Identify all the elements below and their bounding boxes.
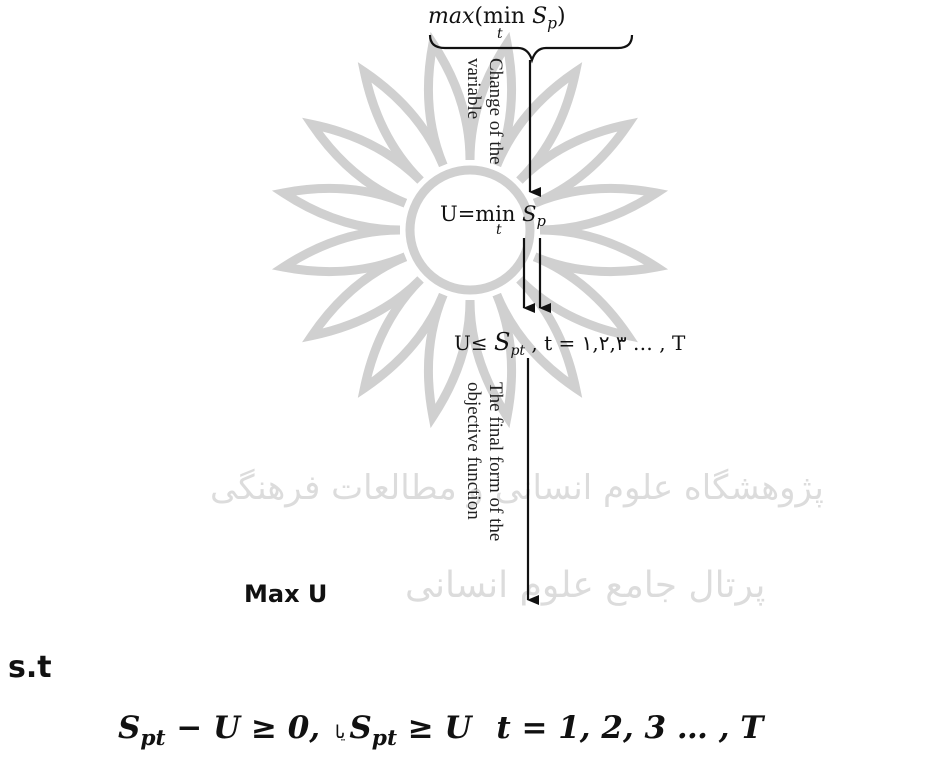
rosette-petal — [465, 31, 517, 168]
change-label: Change of the variable — [462, 58, 506, 165]
paren-close: ) — [557, 4, 566, 29]
change-label-line1: Change of the — [485, 58, 506, 165]
rosette-shape — [271, 31, 669, 429]
bc-mid-sub: pt — [371, 726, 397, 752]
rosette-petal — [532, 183, 669, 235]
max-u: Max U — [244, 580, 328, 608]
rosette-petal — [357, 62, 448, 184]
min-text: min — [482, 4, 526, 29]
rosette-petal — [357, 276, 448, 398]
bc-arabic-or: یا — [334, 722, 346, 743]
max-text: max — [428, 4, 475, 29]
rosette-petal — [465, 292, 517, 429]
watermark-rosette — [271, 31, 669, 429]
u-min-text: U=min — [440, 202, 516, 226]
bc-left-S: S — [118, 710, 141, 746]
change-label-line2: variable — [463, 58, 484, 120]
rosette-petal — [516, 252, 638, 343]
S-symbol: S — [532, 4, 548, 29]
paren-open: ( — [474, 4, 483, 29]
constraint-S: S — [493, 328, 511, 356]
bc-t-part: t = 1, 2, 3 … , T — [496, 710, 764, 746]
watermark-text-line1: پژوهشگاه علوم انسانی و مطالعات فرهنگی — [210, 468, 824, 508]
subject-to: s.t — [8, 650, 52, 685]
final-form-label: The final form of the objective function — [462, 382, 506, 541]
u-sub-t: t — [496, 222, 502, 238]
watermark-text-line2: پرتال جامع علوم انسانی — [405, 565, 766, 606]
constraint-rest: , t = ۱,۲,۳ … , T — [525, 331, 686, 355]
rosette-petal — [532, 225, 669, 277]
final-label-line1: The final form of the — [485, 382, 506, 542]
bc-mid-rest: ≥ U — [396, 710, 472, 746]
bc-mid-S: S — [349, 710, 372, 746]
u-sub-p: p — [536, 213, 546, 231]
sub-p: p — [547, 14, 557, 33]
sub-t: t — [496, 26, 503, 42]
u-S: S — [522, 202, 537, 226]
bc-left-rest: − U ≥ 0, — [165, 710, 321, 746]
rosette-center — [405, 165, 535, 295]
rosette-petal — [271, 183, 408, 235]
bc-left-sub: pt — [140, 726, 166, 752]
constraint-sub: pt — [510, 343, 526, 359]
constraint-prefix: U≤ — [454, 331, 494, 355]
brace — [428, 34, 634, 64]
rosette-petal — [516, 117, 638, 208]
final-label-line2: objective function — [463, 382, 484, 520]
rosette-petal — [423, 292, 475, 429]
rosette-petal — [271, 225, 408, 277]
rosette-petal — [302, 117, 424, 208]
constraint-line: U≤ Spt , t = ۱,۲,۳ … , T — [454, 328, 685, 359]
rosette-petal — [302, 252, 424, 343]
rosette-petal — [492, 62, 583, 184]
